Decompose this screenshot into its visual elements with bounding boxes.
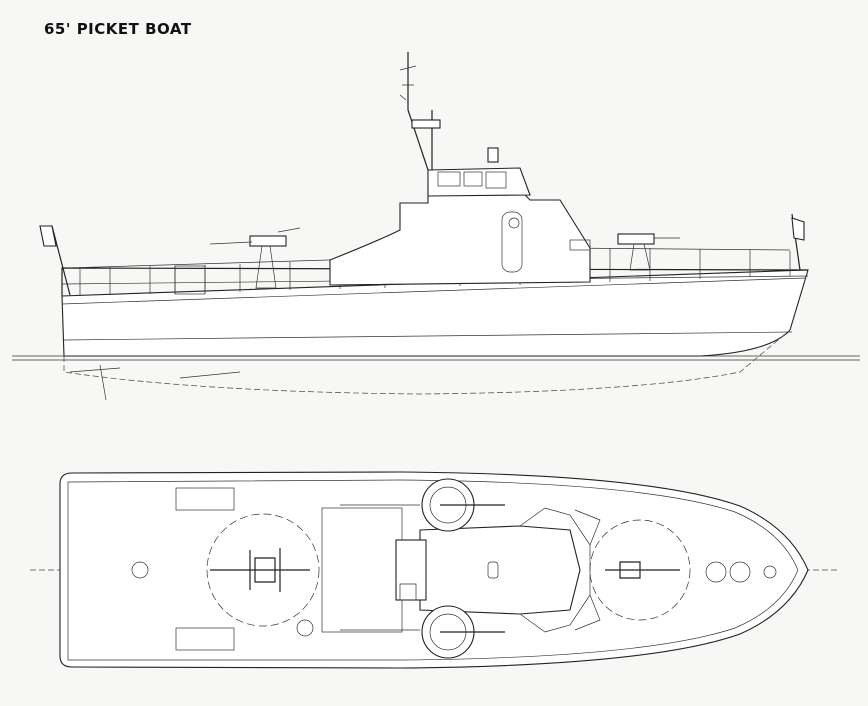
searchlight xyxy=(487,147,499,163)
gun-ring-aft xyxy=(206,513,320,627)
stern-flag xyxy=(39,225,71,296)
fwd-gun-plan xyxy=(605,561,680,579)
cabin xyxy=(329,189,591,286)
forward-machine-gun xyxy=(617,233,680,271)
drawing-title: 65' PICKET BOAT xyxy=(44,20,192,38)
underwater-hull xyxy=(63,329,791,395)
aft-gun-plan xyxy=(210,548,310,592)
aft-machine-gun xyxy=(209,227,301,289)
cabin-door xyxy=(501,211,523,273)
propeller-rudder xyxy=(69,364,241,401)
mast xyxy=(407,52,433,171)
pilot-console xyxy=(395,539,427,601)
cabin-top xyxy=(419,525,581,615)
plan-view xyxy=(30,471,840,669)
hatch xyxy=(175,487,235,511)
bow-flag xyxy=(791,213,805,271)
window xyxy=(437,171,461,187)
radar xyxy=(411,119,441,129)
pilot-house xyxy=(427,167,531,197)
bitt xyxy=(705,561,727,583)
side-elevation xyxy=(12,52,860,401)
